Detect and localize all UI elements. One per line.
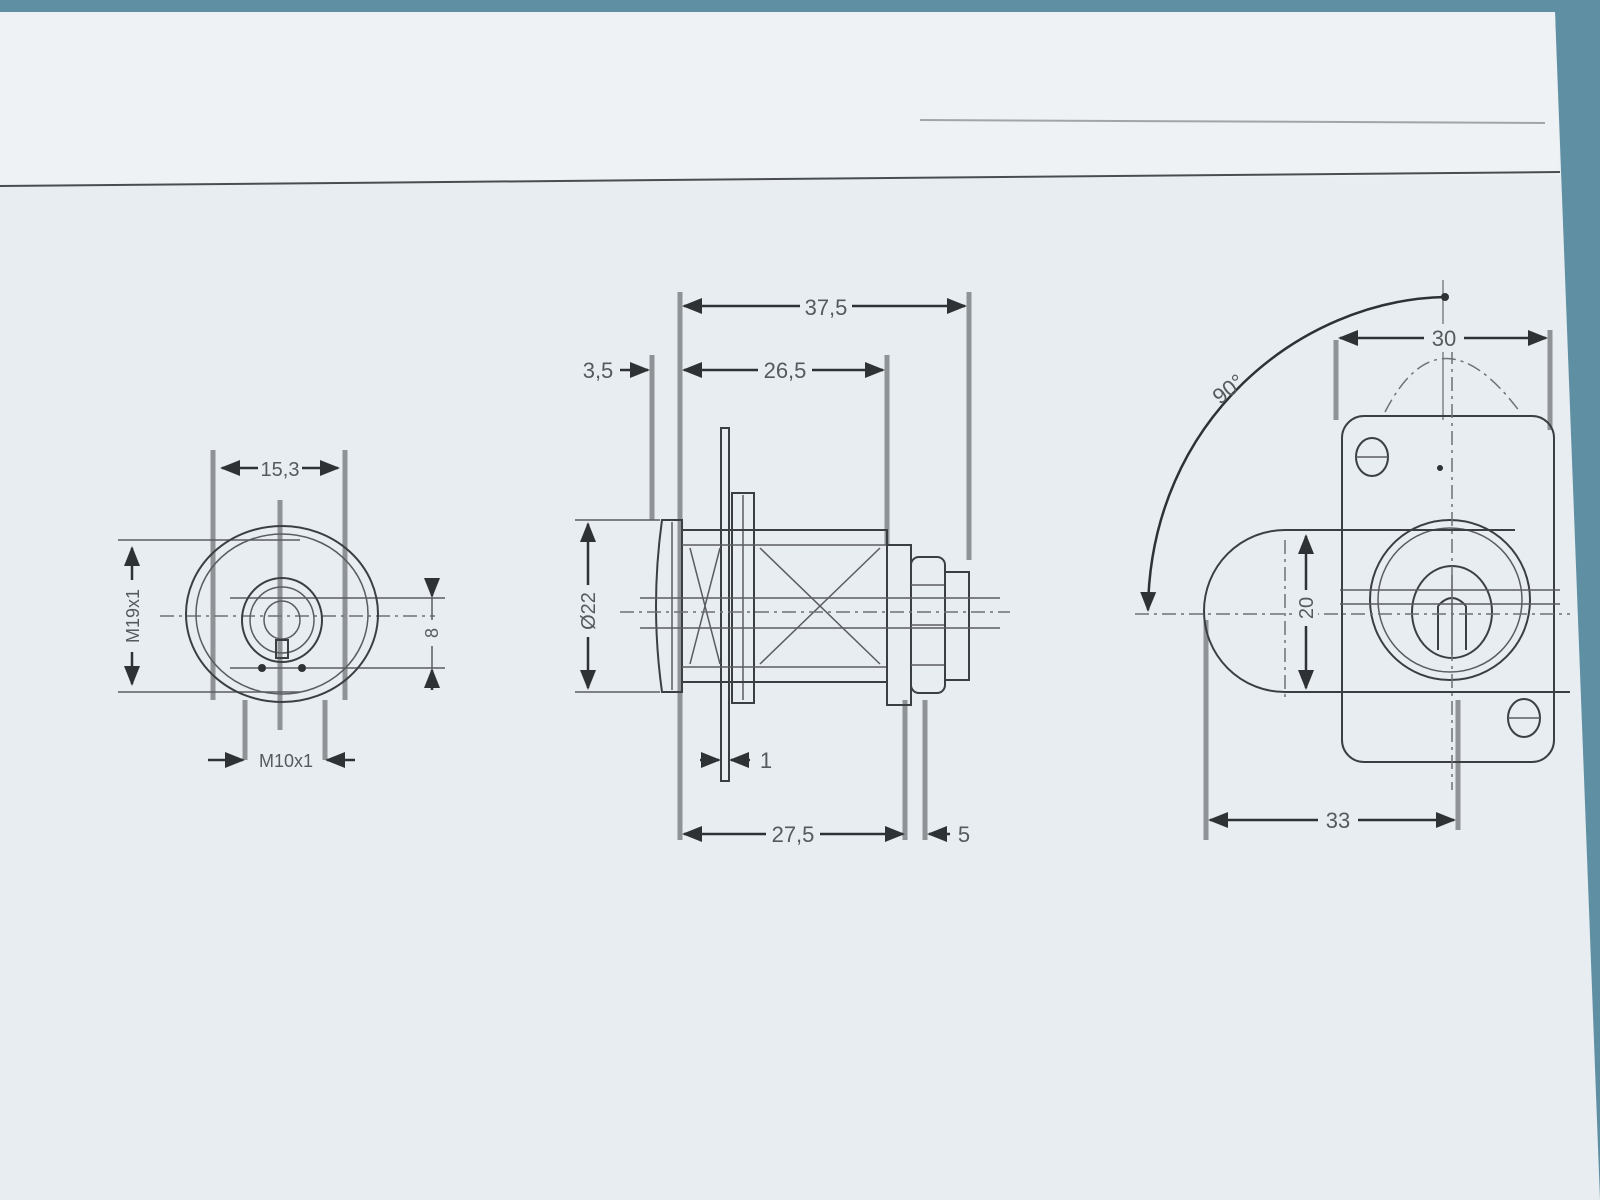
cam-view: 90° 30 20 33 [1135,280,1570,840]
rotation-origin [1441,293,1449,301]
pin-dot [258,664,266,672]
overall-length-label: 37,5 [805,295,848,320]
mounting-plate [720,427,730,782]
diameter-label: Ø22 [578,592,600,630]
small-dimension-label: 8 [422,628,442,638]
height-dimension-label: M19x1 [123,589,143,643]
body-length-label: 26,5 [764,358,807,383]
cylinder-housing [1369,519,1531,681]
thread-dimension-label: M10x1 [259,751,313,771]
side-view: 37,5 26,5 3,5 Ø22 1 27,5 5 [575,292,1010,848]
outer-ring [185,525,379,703]
cam-width-label: 20 [1296,597,1318,619]
flat-cross [759,547,881,665]
cylinder-housing-inner [1377,527,1523,673]
pin-dot [298,664,306,672]
cam-reach-label: 33 [1326,808,1350,833]
front-view: 15,3 M19x1 8 M10x1 [118,450,445,771]
cam [1203,529,1570,693]
flange-offset-label: 3,5 [583,358,614,383]
paper-sheet [0,12,1600,1200]
center-dot [1437,465,1443,471]
front-flange [655,519,683,693]
keyhole-slot [275,639,289,659]
fold-line [0,171,1561,187]
rotation-arc [1140,295,1446,612]
paper-fold-band [0,12,1560,185]
plate-thickness-label: 1 [760,748,772,773]
mounting-plate-face [1341,415,1555,763]
cam-stub [944,571,970,681]
cam-swing-arc [1384,357,1521,413]
width-dimension-label: 15,3 [261,459,300,481]
faint-edge-line [919,119,1546,124]
cylinder-face [241,577,323,663]
thread-cross [689,547,721,665]
cylinder-core [249,586,315,654]
nut-thickness-label: 5 [958,822,970,847]
plate-width-label: 30 [1432,326,1456,351]
outer-ring-inner [195,533,369,695]
bottom-length-label: 27,5 [772,822,815,847]
